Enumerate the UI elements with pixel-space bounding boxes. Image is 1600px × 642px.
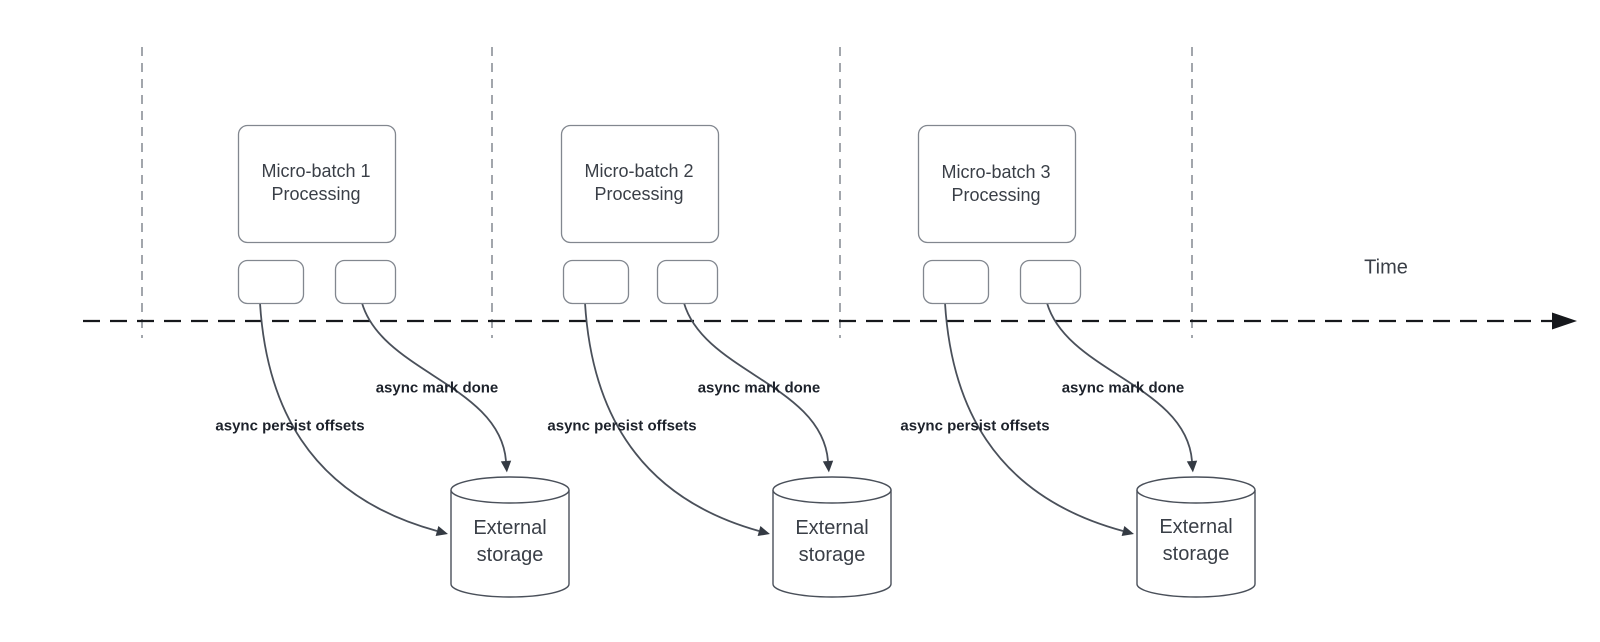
time-axis-arrowhead-icon xyxy=(1552,312,1577,330)
mark-done-label-1: async mark done xyxy=(375,379,499,397)
external-storage-label-3: External storage xyxy=(1159,514,1232,568)
micro-batch-group-1 xyxy=(237,124,570,598)
external-storage-cylinder-2 xyxy=(772,490,892,598)
task-rect-persist-offsets-2 xyxy=(562,259,630,305)
micro-batch-2-box xyxy=(560,124,720,244)
micro-batch-3-box xyxy=(917,124,1077,244)
external-storage-label-2: External storage xyxy=(795,515,868,569)
micro-batch-1-box xyxy=(237,124,397,244)
micro-batch-group-2 xyxy=(560,124,892,598)
external-storage-cylinder-top-1 xyxy=(450,476,570,504)
mark-done-label-3: async mark done xyxy=(1061,379,1185,397)
micro-batch-1-label-line1: Micro-batch 1 xyxy=(261,161,371,181)
micro-batch-1-label: Micro-batch 1 Processing xyxy=(261,160,370,206)
micro-batch-3-label: Micro-batch 3 Processing xyxy=(941,161,1050,207)
external-storage-cylinder-1 xyxy=(450,490,570,598)
micro-batch-2-label: Micro-batch 2 Processing xyxy=(584,160,693,206)
task-rect-mark-done-2 xyxy=(656,259,719,305)
micro-batch-2-label-line2: Processing xyxy=(594,184,684,204)
time-axis-label: Time xyxy=(1364,256,1408,279)
micro-batch-3-label-line2: Processing xyxy=(951,185,1041,205)
persist-offsets-label-2: async persist offsets xyxy=(547,417,697,435)
task-rect-persist-offsets-1 xyxy=(237,259,305,305)
task-rect-mark-done-1 xyxy=(334,259,397,305)
mark-done-connector-3 xyxy=(1046,302,1198,473)
mark-done-connector-1 xyxy=(361,302,512,473)
external-storage-label-2-line2: storage xyxy=(798,544,866,566)
task-rect-mark-done-3 xyxy=(1019,259,1082,305)
external-storage-label-2-line1: External xyxy=(795,517,869,539)
external-storage-label-1: External storage xyxy=(473,515,546,569)
micro-batch-3-label-line1: Micro-batch 3 xyxy=(941,162,1051,182)
micro-batch-1-label-line2: Processing xyxy=(271,184,361,204)
task-rect-persist-offsets-3 xyxy=(922,259,990,305)
external-storage-label-3-line2: storage xyxy=(1162,543,1230,565)
persist-offsets-label-3: async persist offsets xyxy=(900,417,1050,435)
external-storage-cylinder-top-2 xyxy=(772,476,892,504)
persist-offsets-connector-1 xyxy=(259,302,448,537)
persist-offsets-connector-2 xyxy=(584,302,770,537)
external-storage-label-1-line1: External xyxy=(473,517,547,539)
micro-batch-group-3 xyxy=(917,124,1256,598)
mark-done-label-2: async mark done xyxy=(697,379,821,397)
persist-offsets-label-1: async persist offsets xyxy=(215,417,365,435)
micro-batch-2-label-line1: Micro-batch 2 xyxy=(584,161,694,181)
external-storage-label-1-line2: storage xyxy=(476,544,544,566)
interval-guides xyxy=(141,47,1193,338)
external-storage-cylinder-top-3 xyxy=(1136,476,1256,504)
mark-done-connector-2 xyxy=(683,302,834,473)
persist-offsets-connector-3 xyxy=(944,302,1134,537)
external-storage-cylinder-3 xyxy=(1136,490,1256,598)
external-storage-label-3-line1: External xyxy=(1159,516,1233,538)
